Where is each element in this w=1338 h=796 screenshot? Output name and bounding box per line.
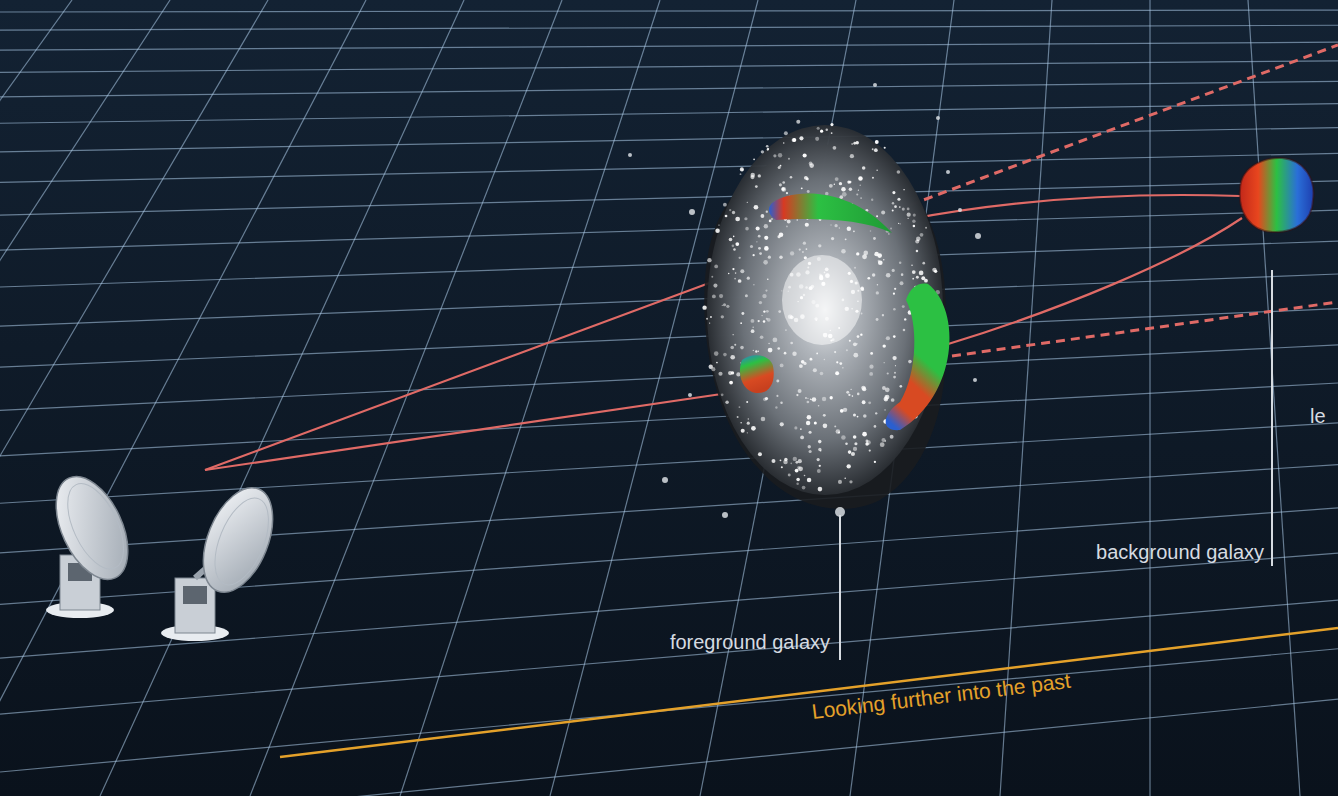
label-holder: foreground galaxy bbox=[670, 631, 830, 654]
background-galaxy bbox=[1240, 158, 1314, 232]
part-label: background galaxy bbox=[1096, 541, 1264, 563]
radio-telescopes bbox=[42, 465, 287, 641]
leader-lines bbox=[840, 270, 1272, 660]
label-holder: background galaxy bbox=[1096, 541, 1264, 564]
label-holder: le bbox=[1310, 405, 1326, 428]
lensed-images bbox=[740, 194, 950, 431]
part-label: le bbox=[1310, 405, 1326, 427]
part-label: foreground galaxy bbox=[670, 631, 830, 653]
time-axis bbox=[280, 628, 1338, 757]
foreground-galaxy bbox=[628, 83, 981, 518]
